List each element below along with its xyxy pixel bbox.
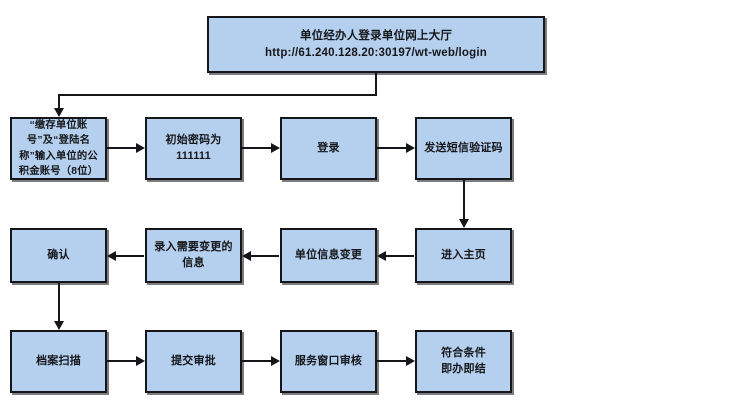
- connector-archive-to-submit: [107, 360, 136, 362]
- arrowhead-homepage-to-unitchange: [377, 251, 386, 261]
- arrowhead-review-to-result: [406, 356, 415, 366]
- connector-confirm-to-archive: [58, 283, 60, 321]
- node-qualified-immediate-settle-label: 符合条件 即办即结: [441, 346, 486, 375]
- arrowhead-unitchange-to-enterinfo: [242, 251, 251, 261]
- arrowhead-confirm-to-archive: [54, 321, 64, 330]
- arrowhead-enterinfo-to-confirm: [107, 251, 116, 261]
- arrowhead-password-to-login: [271, 143, 280, 153]
- connector-unitchange-to-enterinfo: [251, 255, 279, 257]
- connector-review-to-result: [377, 360, 406, 362]
- node-service-window-review[interactable]: 服务窗口审核: [280, 330, 377, 393]
- node-login-portal-url: http://61.240.128.20:30197/wt-web/login: [265, 46, 487, 59]
- node-submit-approval[interactable]: 提交审批: [145, 330, 242, 393]
- connector-submit-to-review: [242, 360, 271, 362]
- connector-enterinfo-to-confirm: [116, 255, 144, 257]
- node-account-input[interactable]: “缴存单位账号”及“登陆名称”输入单位的公积金账号（8位）: [10, 117, 107, 180]
- arrowhead-entry-to-account: [54, 108, 64, 117]
- node-login-label: 登录: [317, 141, 340, 154]
- node-confirm-label: 确认: [47, 248, 70, 261]
- connector-entry-to-account-vert2: [58, 94, 60, 108]
- node-send-sms-code-label: 发送短信验证码: [424, 141, 503, 154]
- node-login[interactable]: 登录: [280, 117, 377, 180]
- connector-homepage-to-unitchange: [386, 255, 414, 257]
- connector-account-to-password: [107, 147, 136, 149]
- connector-entry-to-account-vert1: [375, 73, 377, 96]
- node-initial-password[interactable]: 初始密码为 111111: [145, 117, 242, 180]
- node-archive-scan-label: 档案扫描: [36, 354, 81, 367]
- node-unit-info-change-label: 单位信息变更: [294, 248, 363, 261]
- node-enter-change-info-label: 录入需要变更的信息: [154, 240, 233, 269]
- node-login-portal[interactable]: 单位经办人登录单位网上大厅 http://61.240.128.20:30197…: [207, 16, 545, 73]
- connector-entry-to-account-horiz: [58, 94, 377, 96]
- node-homepage-label: 进入主页: [441, 248, 486, 261]
- node-send-sms-code[interactable]: 发送短信验证码: [415, 117, 512, 180]
- arrowhead-account-to-password: [136, 143, 145, 153]
- arrowhead-login-to-sms: [406, 143, 415, 153]
- node-confirm[interactable]: 确认: [10, 228, 107, 283]
- node-account-input-label: “缴存单位账号”及“登陆名称”输入单位的公积金账号（8位）: [18, 119, 99, 177]
- connector-login-to-sms: [377, 147, 406, 149]
- node-service-window-review-label: 服务窗口审核: [294, 354, 363, 367]
- node-enter-change-info[interactable]: 录入需要变更的信息: [145, 228, 242, 283]
- node-qualified-immediate-settle[interactable]: 符合条件 即办即结: [415, 330, 512, 393]
- connector-password-to-login: [242, 147, 271, 149]
- node-homepage[interactable]: 进入主页: [415, 228, 512, 283]
- node-archive-scan[interactable]: 档案扫描: [10, 330, 107, 393]
- arrowhead-submit-to-review: [271, 356, 280, 366]
- arrowhead-archive-to-submit: [136, 356, 145, 366]
- node-login-portal-title: 单位经办人登录单位网上大厅: [299, 29, 453, 42]
- connector-sms-to-homepage: [463, 180, 465, 219]
- node-submit-approval-label: 提交审批: [171, 354, 216, 367]
- node-unit-info-change[interactable]: 单位信息变更: [280, 228, 377, 283]
- node-initial-password-label: 初始密码为 111111: [165, 133, 222, 162]
- arrowhead-sms-to-homepage: [459, 219, 469, 228]
